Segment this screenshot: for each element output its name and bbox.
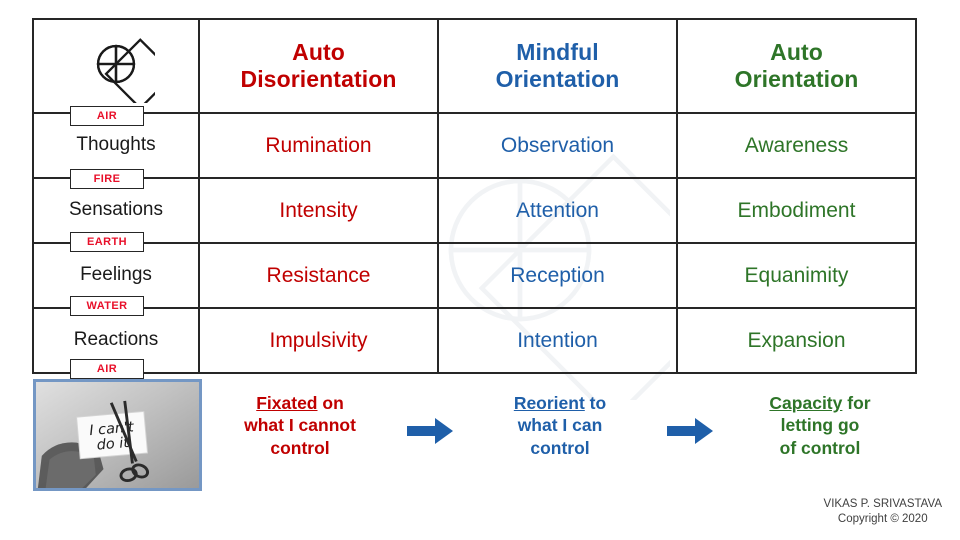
header-auto-orientation: Auto Orientation xyxy=(676,18,917,114)
element-badge-air-2: AIR xyxy=(70,359,144,379)
credit-author: VIKAS P. SRIVASTAVA xyxy=(823,497,942,510)
element-badge-earth: EARTH xyxy=(70,232,144,252)
svg-text:do it: do it xyxy=(96,435,131,454)
flow-line-2: what I cannot xyxy=(244,415,356,436)
cell-text: Impulsivity xyxy=(269,328,368,352)
flow-item-reorient: Reorient to what I can control xyxy=(470,392,650,459)
flow-keyword: Reorient xyxy=(513,393,585,413)
table-row: Sensations Intensity Attention Embodimen… xyxy=(32,177,917,244)
arrow-right-icon xyxy=(407,418,453,444)
cell-reactions-mindful-orientation: Intention xyxy=(437,307,678,374)
cell-text: Rumination xyxy=(265,133,372,157)
flow-line-2: letting go xyxy=(780,415,860,436)
row-label-text: Sensations xyxy=(68,199,163,221)
flow-line-3: control xyxy=(270,437,330,458)
cell-text: Awareness xyxy=(744,133,849,157)
cell-feelings-auto-orientation: Equanimity xyxy=(676,242,917,309)
cell-thoughts-auto-disorientation: Rumination xyxy=(198,112,439,179)
cell-feelings-auto-disorientation: Resistance xyxy=(198,242,439,309)
header-line-1: Auto xyxy=(770,38,823,65)
cell-text: Reception xyxy=(510,263,605,287)
flow-item-fixated: Fixated on what I cannot control xyxy=(210,392,390,459)
header-auto-disorientation: Auto Disorientation xyxy=(198,18,439,114)
cell-text: Observation xyxy=(500,133,615,157)
cell-reactions-auto-orientation: Expansion xyxy=(676,307,917,374)
diamond-petal-logo-icon xyxy=(96,38,155,103)
header-line-2: Orientation xyxy=(734,66,859,92)
header-line-2: Orientation xyxy=(495,66,620,92)
cell-reactions-auto-disorientation: Impulsivity xyxy=(198,307,439,374)
table-row: Feelings Resistance Reception Equanimity xyxy=(32,242,917,309)
flow-arrow-1 xyxy=(404,418,456,444)
i-cant-do-it-photo: I can't do it xyxy=(33,379,202,491)
cell-text: Embodiment xyxy=(737,198,856,222)
element-badge-air-1: AIR xyxy=(70,106,144,126)
cell-text: Resistance xyxy=(266,263,371,287)
table-header-row: Auto Disorientation Mindful Orientation … xyxy=(32,18,917,114)
cell-text: Intensity xyxy=(279,198,358,222)
arrow-right-icon xyxy=(667,418,713,444)
header-mindful-orientation: Mindful Orientation xyxy=(437,18,678,114)
cell-feelings-mindful-orientation: Reception xyxy=(437,242,678,309)
flow-rest: on xyxy=(317,393,344,413)
cell-text: Attention xyxy=(516,198,599,222)
header-line-1: Mindful xyxy=(516,38,599,65)
row-label-text: Feelings xyxy=(80,264,152,286)
cell-text: Expansion xyxy=(747,328,846,352)
header-line-2: Disorientation xyxy=(240,66,397,92)
flow-arrow-2 xyxy=(664,418,716,444)
cell-text: Intention xyxy=(517,328,598,352)
logo-cell xyxy=(32,18,200,114)
credit-copyright: Copyright © 2020 xyxy=(837,513,928,526)
element-badge-fire: FIRE xyxy=(70,169,144,189)
flow-item-capacity: Capacity for letting go of control xyxy=(730,392,910,459)
cell-text: Equanimity xyxy=(744,263,849,287)
control-flow-row: Fixated on what I cannot control Reorien… xyxy=(210,392,910,492)
flow-line-3: control xyxy=(530,437,590,458)
flow-keyword: Capacity xyxy=(769,393,843,413)
flow-rest: for xyxy=(842,393,871,413)
cell-sensations-auto-orientation: Embodiment xyxy=(676,177,917,244)
cell-sensations-mindful-orientation: Attention xyxy=(437,177,678,244)
flow-rest: to xyxy=(584,393,607,413)
cell-thoughts-mindful-orientation: Observation xyxy=(437,112,678,179)
table-row: Reactions Impulsivity Intention Expansio… xyxy=(32,307,917,374)
photo-illustration: I can't do it xyxy=(36,382,199,488)
cell-thoughts-auto-orientation: Awareness xyxy=(676,112,917,179)
cell-sensations-auto-disorientation: Intensity xyxy=(198,177,439,244)
header-line-1: Auto xyxy=(292,38,345,65)
orientation-matrix-table: Auto Disorientation Mindful Orientation … xyxy=(32,18,917,374)
flow-line-3: of control xyxy=(779,437,861,458)
credit-block: VIKAS P. SRIVASTAVA Copyright © 2020 xyxy=(824,497,942,528)
flow-keyword: Fixated xyxy=(256,393,318,413)
flow-line-2: what I can xyxy=(517,415,603,436)
row-label-text: Reactions xyxy=(73,329,159,351)
row-label-text: Thoughts xyxy=(76,134,156,156)
element-badge-water: WATER xyxy=(70,296,144,316)
table-row: Thoughts Rumination Observation Awarenes… xyxy=(32,112,917,179)
